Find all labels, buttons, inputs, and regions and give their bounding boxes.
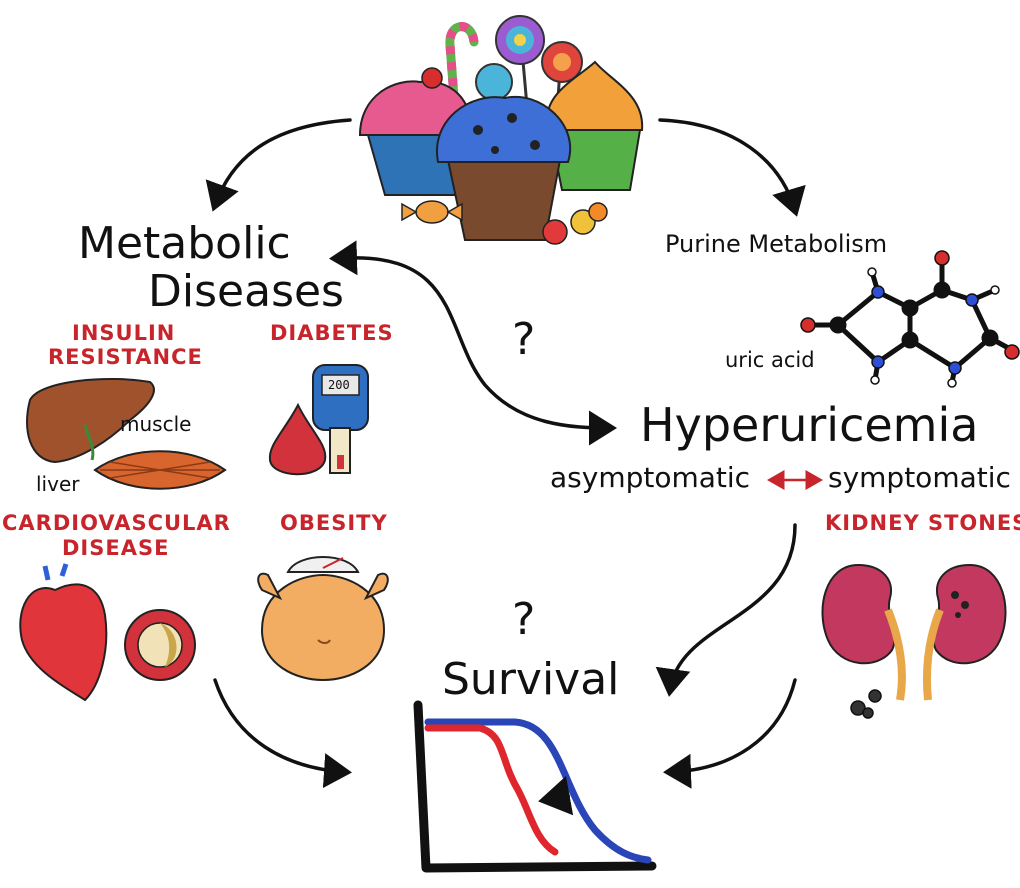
kidney-illustration <box>821 563 1007 719</box>
uric-acid-molecule <box>800 250 1020 388</box>
sweets-illustration <box>358 15 644 245</box>
metabolic-diseases-title-line1: Metabolic <box>78 218 291 269</box>
flow-arrows <box>205 118 806 789</box>
obesity-illustration <box>257 556 389 682</box>
heart-illustration <box>19 563 108 702</box>
survival-plot <box>413 700 657 873</box>
glucose-meter-illustration <box>312 364 369 474</box>
arrow-sweets-to-purine <box>658 118 806 217</box>
arrow-metabolic-hyperuricemia <box>329 240 617 446</box>
arrow-cardio-to-survival <box>213 678 352 789</box>
liver-label: liver <box>36 472 80 496</box>
hyperuricemia-title: Hyperuricemia <box>640 398 979 452</box>
liver-illustration <box>26 378 155 464</box>
question-mark-top: ? <box>512 314 536 365</box>
muscle-label: muscle <box>120 412 192 436</box>
survival-curve-red <box>424 724 559 856</box>
symptomatic-label: symptomatic <box>828 461 1011 494</box>
survival-curve-blue <box>424 718 652 864</box>
cardiovascular-disease-label-line2: DISEASE <box>62 536 170 560</box>
survival-shift-arrow <box>538 776 574 816</box>
metabolic-diseases-title-line2: Diseases <box>148 266 344 317</box>
muscle-illustration <box>93 450 227 490</box>
survival-title: Survival <box>442 654 620 705</box>
survival-axes <box>413 700 657 873</box>
question-mark-bottom: ? <box>512 594 536 645</box>
blood-drop-illustration <box>268 402 327 476</box>
insulin-resistance-label-line1: INSULIN <box>72 321 176 345</box>
uric-acid-label: uric acid <box>725 348 815 372</box>
kidney-stones-label: KIDNEY STONES <box>825 511 1020 535</box>
purine-metabolism-label: Purine Metabolism <box>665 230 888 258</box>
cardiovascular-disease-label-line1: CARDIOVASCULAR <box>2 511 231 535</box>
obesity-label: OBESITY <box>280 511 388 535</box>
glucose-meter-reading: 200 <box>328 378 350 392</box>
diabetes-label: DIABETES <box>270 321 394 345</box>
asymptomatic-label: asymptomatic <box>550 461 751 494</box>
arrow-sweets-to-metabolic <box>205 118 352 212</box>
arrow-hyperuricemia-to-survival <box>655 523 797 697</box>
insulin-resistance-label-line2: RESISTANCE <box>48 345 203 369</box>
artery-illustration <box>124 609 196 681</box>
arrow-kidney-to-survival <box>663 678 797 789</box>
